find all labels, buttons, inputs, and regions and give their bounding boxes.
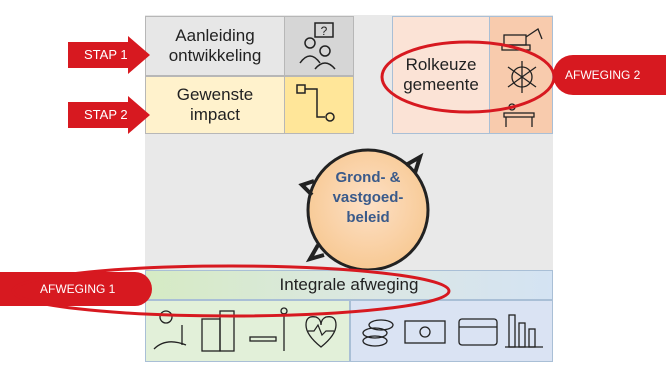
step1-arrow	[68, 36, 150, 74]
afweging2-ellipse	[380, 40, 556, 114]
afweging1-ellipse	[11, 264, 451, 318]
buildings-icon	[201, 310, 235, 352]
coins-icon	[362, 319, 394, 347]
desk-office-icon	[503, 103, 535, 127]
step1-icon-cell: ?	[284, 16, 354, 76]
step1-text-line2: ontwikkeling	[168, 46, 262, 65]
center-line1: Grond- &	[335, 169, 401, 186]
afweging1-label: AFWEGING 1	[40, 282, 116, 296]
bar-chart-icon	[505, 314, 543, 348]
bottom-green-panel	[145, 300, 350, 362]
afweging2-badge	[553, 55, 666, 95]
integrale-bar: Integrale afweging	[145, 270, 553, 300]
person-question-icon: ?	[299, 22, 336, 70]
svg-text:?: ?	[321, 24, 328, 38]
center-text: Grond- & vastgoed- beleid	[318, 168, 418, 228]
card-icon	[458, 318, 498, 346]
center-line2: vastgoed-	[332, 189, 404, 206]
banknote-icon	[404, 320, 446, 344]
hands-cooperation-icon	[507, 61, 537, 93]
step2-text-line1: Gewenste	[176, 85, 254, 104]
afweging2-label: AFWEGING 2	[565, 68, 641, 82]
step2-label: STAP 2	[84, 107, 128, 122]
rolkeuze-line1: Rolkeuze	[405, 55, 477, 74]
path-flow-icon	[296, 84, 335, 122]
step1-box: Aanleiding ontwikkeling	[145, 16, 285, 76]
step2-box: Gewenste impact	[145, 76, 285, 134]
excavator-icon	[501, 28, 543, 51]
step2-arrow	[68, 96, 150, 134]
step2-text-line2: impact	[189, 105, 241, 124]
rolkeuze-icon-cell	[489, 16, 553, 134]
heart-pulse-icon	[305, 316, 337, 348]
step1-text-line1: Aanleiding	[175, 26, 255, 45]
center-line3: beleid	[346, 209, 390, 226]
step1-label: STAP 1	[84, 47, 128, 62]
step2-icon-cell	[284, 76, 354, 134]
center-cycle	[298, 148, 430, 272]
integrale-label: Integrale afweging	[279, 275, 419, 294]
park-landscape-icon	[153, 310, 187, 350]
rolkeuze-line2: gemeente	[403, 75, 479, 94]
